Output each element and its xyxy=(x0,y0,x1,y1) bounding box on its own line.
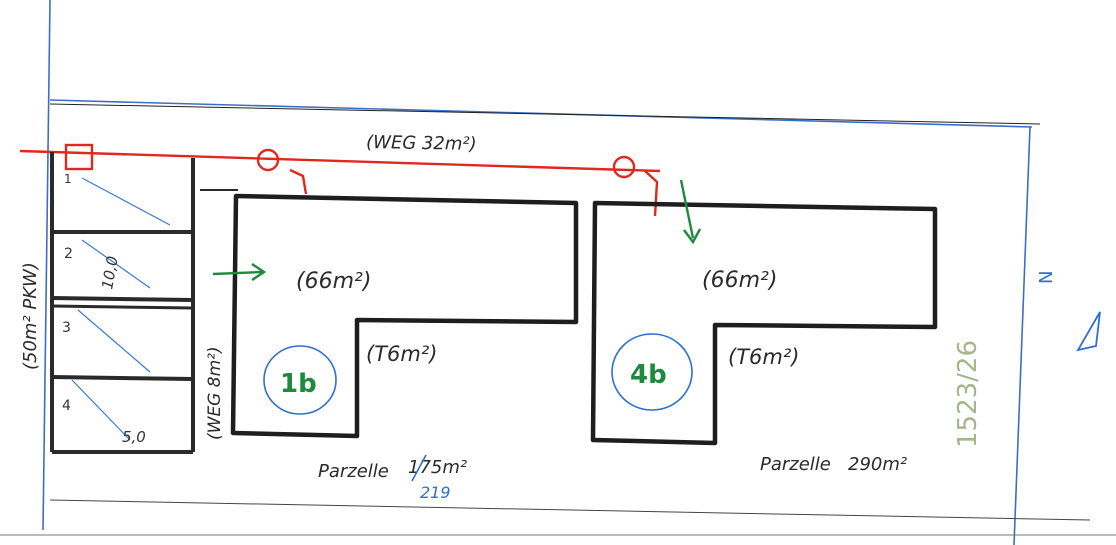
unit-4b-parcel-label: Parzelle xyxy=(760,454,831,475)
unit-1b-circle xyxy=(263,345,337,415)
parking-hatches xyxy=(71,177,171,441)
unit-1b-area-small: (T6m²) xyxy=(366,342,437,366)
parking-block xyxy=(50,152,238,454)
unit-4b-circle xyxy=(611,333,693,411)
north-label: N xyxy=(1036,271,1057,284)
entry-arrow-right xyxy=(679,179,702,245)
unit-1b-parcel-area-corrected: 219 xyxy=(420,483,451,502)
unit-1b-parcel-label: Parzelle xyxy=(318,461,389,482)
side-path-label: (WEG 8m²) xyxy=(205,346,225,440)
parking-slot-3: 3 xyxy=(62,320,71,336)
parking-dimension-width: 10,0 xyxy=(98,255,122,291)
unit-1b-strike-mark xyxy=(411,454,427,482)
unit-1b-parcel-area-struck: 175m² xyxy=(408,457,467,478)
unit-4b-number: 4b xyxy=(630,360,667,390)
unit-4b-area-small: (T6m²) xyxy=(728,345,799,369)
parking-dimension-depth: 5,0 xyxy=(122,428,146,446)
north-arrow-icon xyxy=(1076,311,1101,352)
unit-1b-number: 1b xyxy=(280,369,317,399)
unit-4b-area-main: (66m²) xyxy=(702,268,777,293)
parking-slot-2: 2 xyxy=(64,246,73,262)
parking-slot-1: 1 xyxy=(64,172,72,186)
unit-1b-area-main: (66m²) xyxy=(296,269,371,294)
building-4b xyxy=(590,200,938,446)
parking-slot-4: 4 xyxy=(62,398,71,414)
unit-4b-parcel-area: 290m² xyxy=(848,454,907,475)
road-line xyxy=(19,143,661,217)
plot-number: 1523/26 xyxy=(953,340,983,448)
road-label: (WEG 32m²) xyxy=(366,132,477,155)
parking-area-label: (50m² PKW) xyxy=(20,262,41,370)
building-1b xyxy=(230,193,579,439)
entry-arrow-left xyxy=(212,263,267,281)
